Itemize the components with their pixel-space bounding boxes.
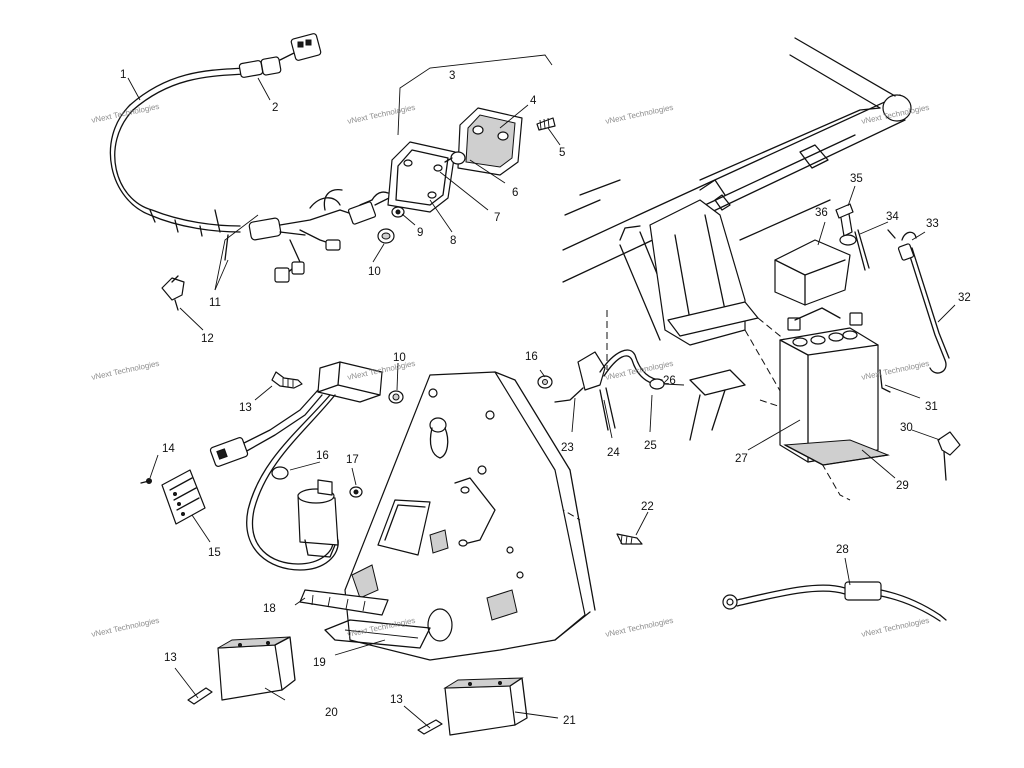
callout-13-bottom: 13 [390,694,403,706]
ignition-key [161,275,185,311]
wiring-harness [109,33,411,283]
mounting-brackets [299,589,431,649]
callout-10-mid: 10 [393,352,406,364]
battery-strap [835,203,961,481]
callout-8: 8 [450,235,456,247]
callout-20: 20 [325,707,338,719]
electrical-mounting-plate [344,371,596,661]
callout-25: 25 [644,440,657,452]
watermark-3: vNext Technologies [605,103,675,126]
callout-29: 29 [896,480,909,492]
battery [774,239,890,466]
callout-21: 21 [563,715,576,727]
callout-28: 28 [836,544,849,556]
callout-6: 6 [512,187,518,199]
callout-16-right: 16 [525,351,538,363]
callout-22: 22 [641,501,654,513]
watermark-11: vNext Technologies [605,616,675,639]
callout-15: 15 [208,547,221,559]
watermark-1: vNext Technologies [91,102,161,125]
callout-1: 1 [120,69,126,81]
callout-7: 7 [494,212,500,224]
ignition-coil [271,466,363,558]
callout-5: 5 [559,147,565,159]
callout-2: 2 [272,102,278,114]
callout-35: 35 [850,173,863,185]
callout-26: 26 [663,375,676,387]
callout-11: 11 [209,297,221,309]
callout-10-top: 10 [368,266,381,278]
voltage-regulator [161,469,206,525]
callout-34: 34 [886,211,899,223]
callout-18: 18 [263,603,276,615]
watermark-5: vNext Technologies [91,359,161,382]
callout-31: 31 [925,401,938,413]
callout-4: 4 [530,95,537,107]
callout-13-left: 13 [164,652,177,664]
callout-14: 14 [162,443,175,455]
callout-36: 36 [815,207,828,219]
leader-lines [127,54,956,729]
callout-17: 17 [346,454,359,466]
callout-13-top: 13 [239,402,252,414]
callout-16-left: 16 [316,450,329,462]
cdi-module [209,361,383,571]
callout-24: 24 [607,447,620,459]
frame-assembly [562,37,912,441]
callout-labels: 1 2 3 4 5 6 7 8 9 10 11 12 13 10 14 16 1… [120,69,971,727]
callout-12: 12 [201,333,214,345]
watermark-2: vNext Technologies [347,103,417,126]
callout-30: 30 [900,422,913,434]
skid-blocks [217,636,528,736]
watermark-12: vNext Technologies [861,616,931,639]
callout-9: 9 [417,227,423,239]
callout-19: 19 [313,657,326,669]
callout-3: 3 [449,70,455,82]
fasteners [140,371,643,735]
callout-33: 33 [926,218,939,230]
callout-27: 27 [735,453,748,465]
tail-light-assembly [359,107,556,244]
ground-wires [537,349,665,431]
battery-cable [722,581,947,622]
callout-23: 23 [561,442,574,454]
watermark-9: vNext Technologies [91,616,161,639]
callout-32: 32 [958,292,971,304]
